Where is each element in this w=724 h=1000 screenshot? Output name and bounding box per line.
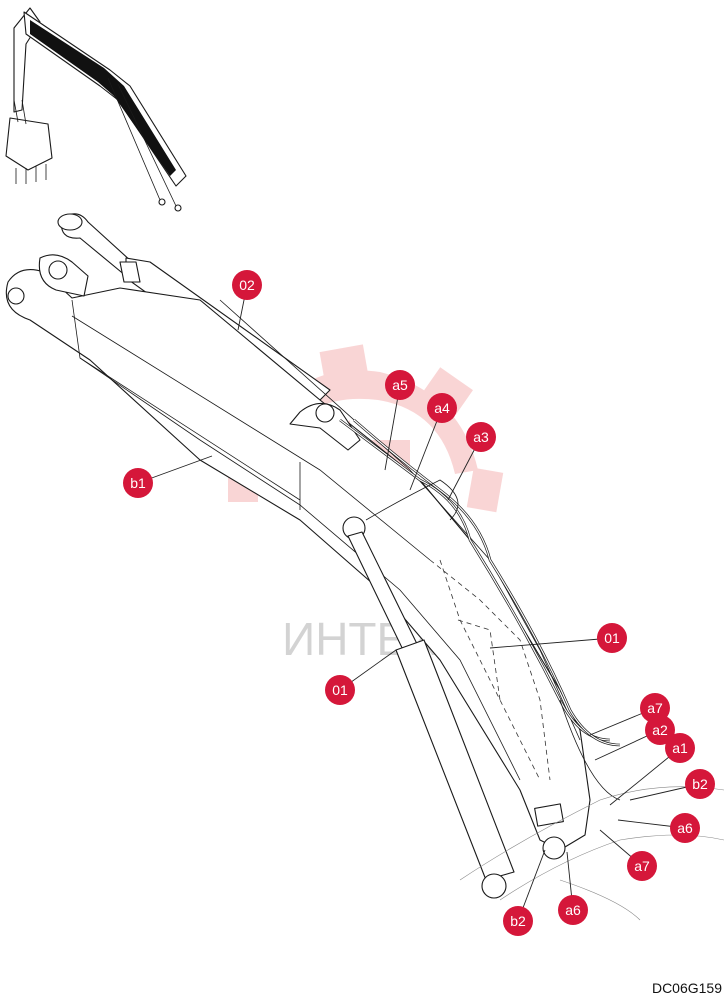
callout-01-right: 01 [597,623,627,653]
callout-a7-bottom: a7 [627,851,657,881]
callout-a6-bottom: a6 [558,895,588,925]
callout-b2-bottom: b2 [503,906,533,936]
callout-a4: a4 [427,393,457,423]
svg-text:01: 01 [604,630,620,646]
callout-b1: b1 [123,468,153,498]
callout-b2-right: b2 [685,769,715,799]
boom-cylinder [342,516,515,899]
svg-text:a4: a4 [434,400,450,416]
svg-text:a1: a1 [672,740,688,756]
svg-text:a7: a7 [647,700,663,716]
drawing-code: DC06G159 [651,980,722,996]
svg-text:a2: a2 [652,722,668,738]
callout-a6-right: a6 [670,813,700,843]
pivot-bracket [289,402,361,451]
svg-text:b2: b2 [692,776,708,792]
svg-text:b1: b1 [130,475,146,491]
callout-02: 02 [232,270,262,300]
hydraulic-hoses [339,418,621,801]
callout-a2: a2 [645,715,675,745]
boom-body [5,254,591,860]
callout-a3: a3 [466,422,496,452]
callout-a5: a5 [385,370,415,400]
svg-text:a6: a6 [565,902,581,918]
excavator-thumbnail [5,7,187,212]
svg-text:02: 02 [239,277,255,293]
svg-text:a6: a6 [677,820,693,836]
svg-text:b2: b2 [510,913,526,929]
svg-text:a3: a3 [473,429,489,445]
svg-text:01: 01 [332,682,348,698]
callout-a1: a1 [665,733,695,763]
callout-01-left: 01 [325,675,355,705]
svg-text:a5: a5 [392,377,408,393]
svg-text:a7: a7 [634,858,650,874]
